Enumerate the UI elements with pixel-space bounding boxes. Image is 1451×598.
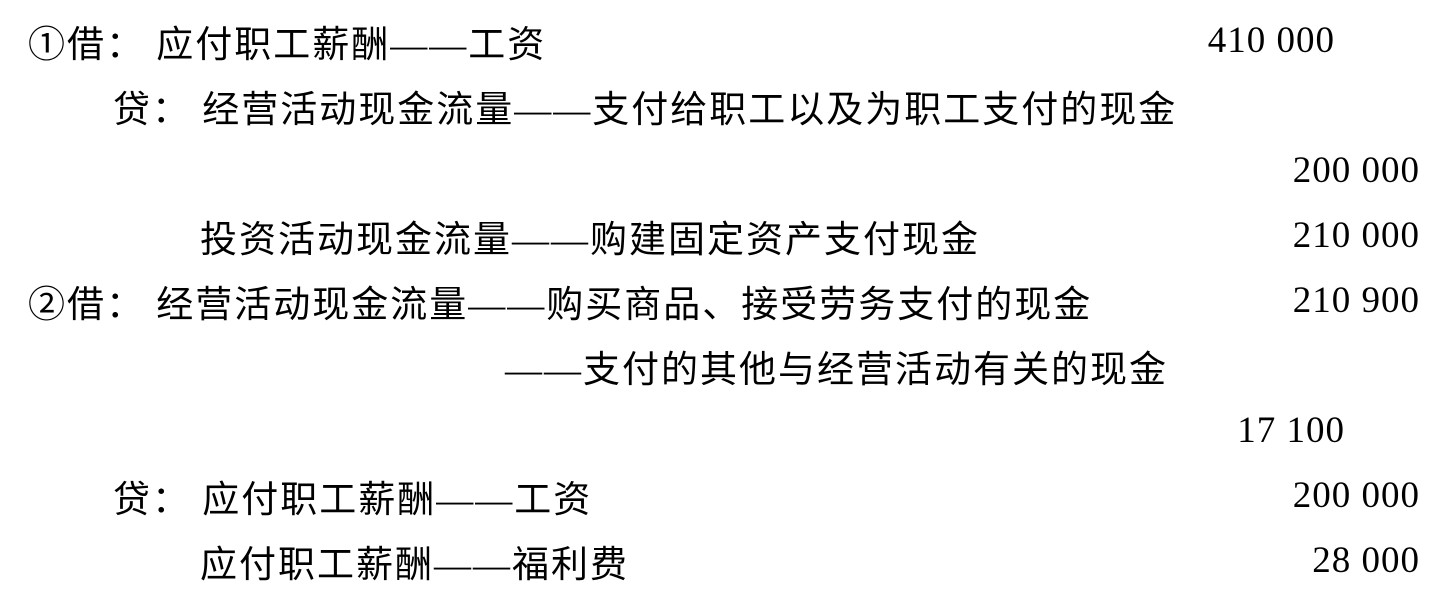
entry-amount: 28 000 xyxy=(1312,540,1420,581)
entry-amount: 410 000 xyxy=(1207,20,1335,61)
entry-amount: 210 900 xyxy=(1292,280,1420,321)
entry-text: 贷： 应付职工薪酬——工资 xyxy=(113,479,593,521)
journal-line: ②借： 经营活动现金流量——购买商品、接受劳务支付的现金 210 900 xyxy=(0,268,1451,333)
entry-text: ②借： 经营活动现金流量——购买商品、接受劳务支付的现金 xyxy=(28,284,1093,326)
entry-amount: 200 000 xyxy=(1292,475,1420,516)
entry-amount: 17 100 xyxy=(1237,410,1345,451)
journal-line: 投资活动现金流量——购建固定资产支付现金 210 000 xyxy=(0,203,1451,268)
journal-line: ——支付的其他与经营活动有关的现金 xyxy=(0,333,1451,398)
entry-amount: 200 000 xyxy=(1292,150,1420,191)
journal-line: 17 100 xyxy=(0,398,1451,463)
entry-text: ——支付的其他与经营活动有关的现金 xyxy=(505,349,1168,391)
entry-text: 应付职工薪酬——福利费 xyxy=(200,544,629,586)
journal-line: ①借： 应付职工薪酬——工资 410 000 xyxy=(0,8,1451,73)
journal-line: 200 000 xyxy=(0,138,1451,203)
journal-line: 贷： 应付职工薪酬——工资 200 000 xyxy=(0,463,1451,528)
entry-text: 投资活动现金流量——购建固定资产支付现金 xyxy=(200,219,980,261)
entry-amount: 210 000 xyxy=(1292,215,1420,256)
entry-text: 贷： 经营活动现金流量——支付给职工以及为职工支付的现金 xyxy=(113,89,1178,131)
journal-line: 应付职工薪酬——福利费 28 000 xyxy=(0,528,1451,593)
entry-text: ①借： 应付职工薪酬——工资 xyxy=(28,24,547,66)
journal-line: 贷： 经营活动现金流量——支付给职工以及为职工支付的现金 xyxy=(0,73,1451,138)
